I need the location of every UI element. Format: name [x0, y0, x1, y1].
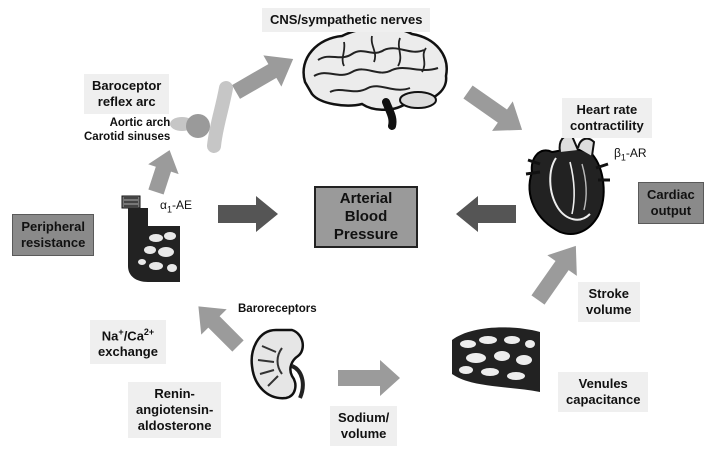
center-line-2: Blood: [344, 208, 388, 225]
arterial-blood-pressure-box: Arterial Blood Pressure: [314, 186, 418, 248]
label-peripheral-line-1: Peripheral: [21, 219, 85, 234]
label-alpha-receptor: α1-AE: [160, 198, 192, 216]
label-peripheral-resistance: Peripheral resistance: [12, 214, 95, 256]
label-baroreceptors-text: Baroreceptors: [238, 303, 317, 315]
kidney-icon: [250, 328, 305, 400]
arrow-sodium-to-venules: [338, 360, 400, 396]
label-sodium-volume: Sodium/ volume: [330, 406, 398, 446]
arrow-kidney-to-artery: [198, 306, 244, 352]
label-baroreflex-line-1: Baroceptor: [92, 78, 162, 93]
beta-subscript: 1: [620, 152, 626, 163]
label-renin: Renin- angiotensin- aldosterone: [128, 382, 222, 438]
na-text: Na: [101, 328, 119, 344]
ca-text: /Ca: [123, 328, 144, 344]
center-line-3: Pressure: [333, 226, 399, 243]
brain-icon: [302, 26, 448, 130]
label-peripheral-line-2: resistance: [21, 235, 86, 250]
cycle-arrows: [148, 55, 577, 396]
arrow-stroke-to-heart: [531, 245, 577, 305]
label-cardiac-output-line-2: output: [650, 203, 692, 218]
alpha-subscript: 1: [166, 204, 172, 215]
center-line-1: Arterial: [339, 190, 393, 207]
label-aortic-line-1: Aortic arch: [109, 117, 171, 129]
baroreceptor-icon: [170, 81, 233, 153]
arrow-cns-to-heart: [463, 85, 523, 131]
label-cns: CNS/sympathetic nerves: [262, 8, 431, 32]
label-baroreceptors: Baroreceptors: [238, 302, 317, 316]
label-cns-text: CNS/sympathetic nerves: [270, 12, 423, 27]
label-baroreflex-line-2: reflex arc: [97, 94, 156, 109]
alpha-symbol: α: [160, 198, 167, 212]
label-cardiac-output: Cardiac output: [638, 182, 704, 224]
label-sodium-line-2: volume: [340, 426, 387, 441]
ca-superscript: 2+: [143, 327, 155, 337]
label-renin-line-1: Renin-: [154, 386, 195, 401]
label-na-ca-line-1: Na+/Ca2+: [98, 324, 158, 344]
arrow-artery-to-baroreflex: [148, 150, 179, 195]
beta-symbol: β: [614, 146, 621, 160]
label-aortic: Aortic arch Carotid sinuses: [84, 116, 170, 144]
label-venules-line-1: Venules: [578, 376, 628, 391]
label-stroke-line-2: volume: [586, 302, 632, 317]
label-aortic-line-2: Carotid sinuses: [84, 131, 171, 143]
beta-suffix: -AR: [625, 146, 647, 160]
label-cardiac-output-line-1: Cardiac: [647, 187, 695, 202]
label-renin-line-2: angiotensin-: [136, 402, 214, 417]
label-stroke-volume: Stroke volume: [578, 282, 640, 322]
label-na-ca-exchange: Na+/Ca2+ exchange: [90, 320, 166, 365]
heart-icon: [525, 134, 610, 235]
artery-icon: [121, 195, 180, 282]
arrow-cardiac-to-center: [456, 196, 516, 232]
label-heart-rate-line-1: Heart rate: [576, 102, 638, 117]
venule-icon: [452, 327, 540, 392]
label-stroke-line-1: Stroke: [588, 286, 629, 301]
na-superscript: +: [118, 327, 124, 337]
label-heart-rate-line-2: contractility: [570, 118, 644, 133]
label-na-ca-line-2: exchange: [98, 344, 158, 360]
arrow-baroreflex-to-cns: [232, 55, 294, 99]
label-sodium-line-1: Sodium/: [338, 410, 390, 425]
arrow-peripheral-to-center: [218, 196, 278, 232]
label-beta-receptor: β1-AR: [614, 146, 647, 164]
label-venules-line-2: capacitance: [566, 392, 641, 407]
label-venules: Venules capacitance: [558, 372, 649, 412]
alpha-suffix: -AE: [171, 198, 192, 212]
label-baroreflex: Baroceptor reflex arc: [84, 74, 170, 114]
label-heart-rate: Heart rate contractility: [562, 98, 652, 138]
label-renin-line-3: aldosterone: [137, 418, 212, 433]
